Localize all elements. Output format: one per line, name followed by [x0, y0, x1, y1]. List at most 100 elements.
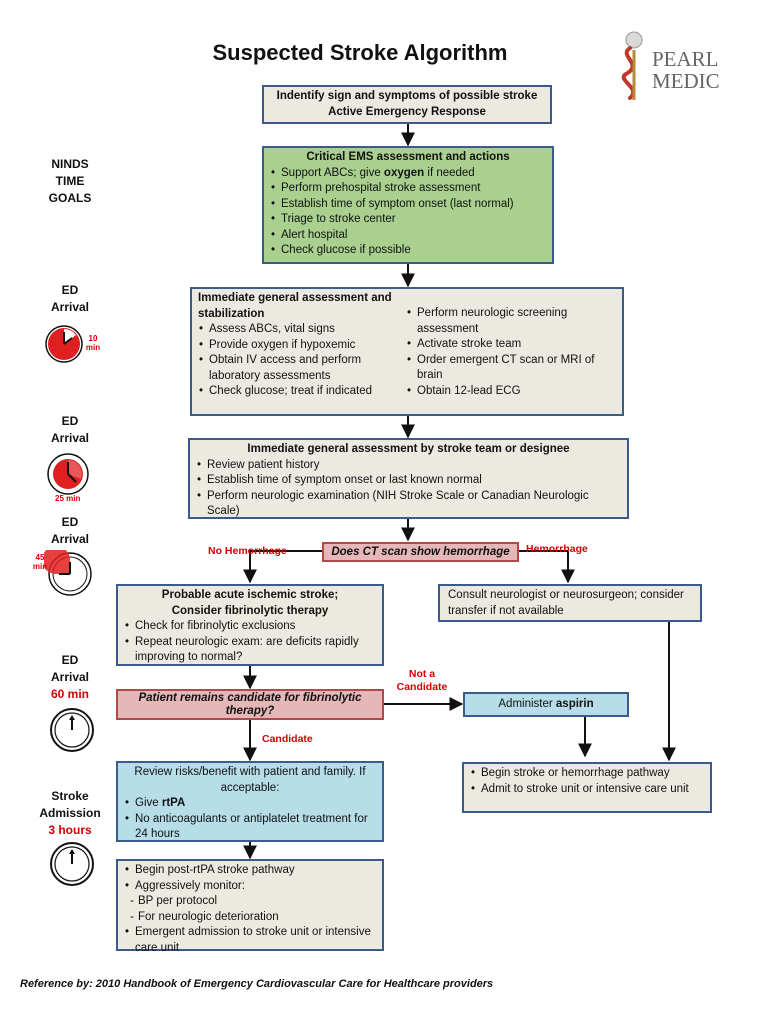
risks-item-1-bold: rtPA: [161, 797, 186, 809]
clock-45min-unit: min: [32, 562, 48, 571]
logo-text-bottom: MEDIC: [652, 69, 720, 93]
risks-item-2: No anticoagulants or antiplatelet treatm…: [124, 812, 376, 843]
ems-item-1-bold: oxygen: [383, 166, 425, 179]
general-right-item-2: Activate stroke team: [406, 337, 616, 353]
reference-note: Reference by: 2010 Handbook of Emergency…: [20, 978, 494, 990]
stroke-team-heading: Immediate general assessment by stroke t…: [247, 443, 570, 455]
stroke-team-item-3: Perform neurologic examination (NIH Stro…: [196, 489, 621, 520]
stroke-admission-line1: Stroke: [51, 789, 89, 803]
no-hemorrhage-label: No Hemorrhage: [208, 545, 287, 557]
clock-25min-label: 25 min: [55, 494, 81, 503]
clock-25min-icon: [42, 450, 102, 498]
post-rtpa-item-1: Begin post-rtPA stroke pathway: [124, 863, 376, 879]
ems-actions-box: Critical EMS assessment and actions Supp…: [262, 146, 554, 264]
ed-arrival-label-4: ED Arrival 60 min: [30, 652, 110, 703]
stroke-admission-label: Stroke Admission 3 hours: [30, 788, 110, 839]
ed-arrival-4-line2: Arrival: [50, 670, 90, 684]
not-a-candidate-line2: Candidate: [396, 681, 448, 693]
administer-aspirin-box: Administer aspirin: [463, 692, 629, 717]
ed-arrival-label-1: ED Arrival: [30, 282, 110, 316]
ems-item-4: Triage to stroke center: [270, 212, 546, 228]
ed-arrival-label-2: ED Arrival: [30, 413, 110, 447]
ed-arrival-60min: 60 min: [50, 687, 89, 701]
ischemic-item-2: Repeat neurologic exam: are deficits rap…: [124, 635, 376, 666]
ischemic-stroke-box: Probable acute ischemic stroke; Consider…: [116, 584, 384, 666]
general-left-item-3: Obtain IV access and perform laboratory …: [198, 353, 403, 384]
ischemic-heading-2: Consider fibrinolytic therapy: [171, 604, 329, 617]
clock-60min-icon: [46, 706, 98, 754]
hemorrhage-pathway-box: Begin stroke or hemorrhage pathway Admit…: [462, 762, 712, 813]
ninds-label-line2: TIME: [55, 174, 85, 188]
ischemic-heading-1: Probable acute ischemic stroke;: [161, 589, 339, 601]
not-a-candidate-line1: Not a: [408, 668, 436, 680]
risks-item-1-text: Give: [135, 797, 162, 809]
aspirin-text: Administer: [498, 698, 556, 710]
ed-arrival-1-line1: ED: [61, 283, 79, 297]
aspirin-bold: aspirin: [555, 698, 594, 710]
arrow-ct-hemorrhage: [518, 550, 575, 584]
pearl-medic-logo: PEARL MEDIC: [612, 26, 742, 106]
page-title: Suspected Stroke Algorithm: [212, 40, 508, 65]
hemorrhage-label: Hemorrhage: [526, 543, 588, 555]
post-rtpa-box: Begin post-rtPA stroke pathway Aggressiv…: [116, 859, 384, 954]
clock-45min-label: 45 min: [32, 553, 48, 571]
ninds-label-line1: NINDS: [51, 157, 89, 171]
clock-10min-number: 10: [88, 334, 98, 343]
post-rtpa-subitem-2: For neurologic deterioration: [124, 910, 376, 926]
clock-10min-label: 10 min: [85, 334, 101, 352]
general-heading: Immediate general assessment and stabili…: [198, 292, 392, 320]
stroke-team-item-1: Review patient history: [196, 458, 621, 474]
ems-item-1: Support ABCs; give oxygen if needed: [270, 166, 546, 182]
ninds-time-goals-label: NINDS TIME GOALS: [30, 156, 110, 207]
risks-heading: Review risks/benefit with patient and fa…: [134, 766, 366, 794]
ed-arrival-1-line2: Arrival: [50, 300, 90, 314]
ed-arrival-label-3: ED Arrival: [30, 514, 110, 548]
consult-neurologist-box: Consult neurologist or neurosurgeon; con…: [438, 584, 702, 622]
ed-arrival-2-line1: ED: [61, 414, 79, 428]
identify-signs-box: Indentify sign and symptoms of possible …: [262, 85, 552, 124]
ninds-label-line3: GOALS: [48, 191, 92, 205]
logo-text-top: PEARL: [652, 47, 719, 71]
ems-heading: Critical EMS assessment and actions: [306, 151, 510, 163]
pathway-item-2: Admit to stroke unit or intensive care u…: [470, 782, 704, 798]
ems-item-1-tail: if needed: [424, 166, 475, 179]
clock-45min-icon: [42, 546, 100, 598]
ems-item-6: Check glucose if possible: [270, 243, 546, 259]
ct-hemorrhage-decision: Does CT scan show hemorrhage: [322, 542, 519, 562]
general-assessment-box: Immediate general assessment and stabili…: [190, 287, 624, 416]
ems-item-5: Alert hospital: [270, 228, 546, 244]
post-rtpa-item-2: Aggressively monitor:: [124, 879, 376, 895]
ed-arrival-3-line2: Arrival: [50, 532, 90, 546]
risks-item-1: Give rtPA: [124, 796, 376, 812]
clock-10min-icon: [42, 320, 102, 368]
ems-item-3: Establish time of symptom onset (last no…: [270, 197, 546, 213]
general-right-item-1: Perform neurologic screening assessment: [406, 306, 616, 337]
review-risks-box: Review risks/benefit with patient and fa…: [116, 761, 384, 842]
stroke-admission-3hours: 3 hours: [48, 823, 92, 837]
clock-10min-unit: min: [85, 343, 101, 352]
stroke-admission-line2: Admission: [39, 806, 101, 820]
clock-3hours-icon: [46, 840, 98, 888]
ed-arrival-3-line1: ED: [61, 515, 79, 529]
candidate-label: Candidate: [262, 733, 313, 745]
ed-arrival-2-line2: Arrival: [50, 431, 90, 445]
post-rtpa-subitem-1: BP per protocol: [124, 894, 376, 910]
arrow-ct-no-hemorrhage: [243, 550, 322, 584]
general-left-item-1: Assess ABCs, vital signs: [198, 322, 403, 338]
ems-item-1-text: Support ABCs; give: [281, 166, 384, 179]
ischemic-item-1: Check for fibrinolytic exclusions: [124, 619, 376, 635]
pathway-item-1: Begin stroke or hemorrhage pathway: [470, 766, 704, 782]
general-right-item-4: Obtain 12-lead ECG: [406, 384, 616, 400]
general-right-item-3: Order emergent CT scan or MRI of brain: [406, 353, 616, 384]
identify-line1: Indentify sign and symptoms of possible …: [276, 90, 538, 102]
candidate-decision: Patient remains candidate for fibrinolyt…: [116, 689, 384, 720]
ed-arrival-4-line1: ED: [61, 653, 79, 667]
not-a-candidate-label: Not a Candidate: [394, 668, 450, 694]
clock-45min-number: 45: [35, 553, 45, 562]
stroke-team-item-2: Establish time of symptom onset or last …: [196, 473, 621, 489]
stroke-team-box: Immediate general assessment by stroke t…: [188, 438, 629, 519]
general-left-item-2: Provide oxygen if hypoxemic: [198, 338, 403, 354]
general-left-item-4: Check glucose; treat if indicated: [198, 384, 403, 400]
ems-item-2: Perform prehospital stroke assessment: [270, 181, 546, 197]
